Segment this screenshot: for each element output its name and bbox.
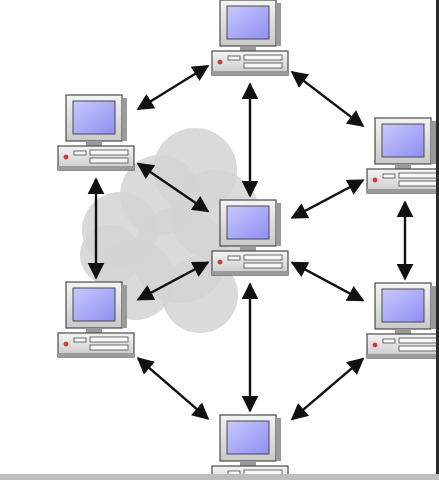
computer-icon-upper-left [57, 94, 135, 171]
monitor-screen [381, 123, 425, 158]
monitor-screen [226, 420, 270, 455]
drive-bay [89, 149, 129, 156]
drive-bay [398, 180, 438, 187]
computer-icon-upper-right [366, 117, 439, 194]
drive-bay [89, 344, 129, 351]
drive-bay [243, 262, 283, 269]
frame-edge-right [436, 0, 439, 480]
cloud-puff [80, 225, 140, 285]
drive-bay [89, 157, 129, 164]
computer-icon-lower-right [366, 282, 439, 359]
computer-icon-center [211, 199, 289, 276]
link-upper-right-center [290, 179, 365, 219]
computer-icon-bottom [211, 414, 289, 480]
power-led [63, 341, 69, 347]
monitor-screen [72, 287, 116, 322]
drive-bay [398, 345, 438, 352]
drive-bay [243, 54, 283, 61]
frame-edge-bottom [0, 474, 439, 480]
monitor-screen [72, 100, 116, 135]
link-center-lower-left [136, 261, 210, 301]
power-led [372, 177, 378, 183]
link-lower-right-bottom [290, 357, 365, 421]
drive-bay [398, 337, 438, 344]
power-led [217, 59, 223, 65]
computer-icon-top [211, 0, 289, 76]
link-top-upper-left [136, 64, 210, 111]
drive-bay [89, 336, 129, 343]
network-links [87, 64, 414, 421]
link-lower-left-bottom [136, 357, 210, 420]
monitor-screen [226, 205, 270, 240]
drive-bay [243, 254, 283, 261]
computer-icon-lower-left [57, 281, 135, 358]
drive-bay [243, 62, 283, 69]
network-nodes [57, 0, 439, 480]
link-center-lower-right [290, 261, 365, 302]
link-upper-left-center [136, 162, 210, 213]
link-top-upper-right [290, 70, 365, 128]
power-led [217, 259, 223, 265]
monitor-screen [226, 5, 270, 40]
power-led [63, 154, 69, 160]
power-led [372, 342, 378, 348]
drive-bay [398, 172, 438, 179]
monitor-screen [381, 288, 425, 323]
